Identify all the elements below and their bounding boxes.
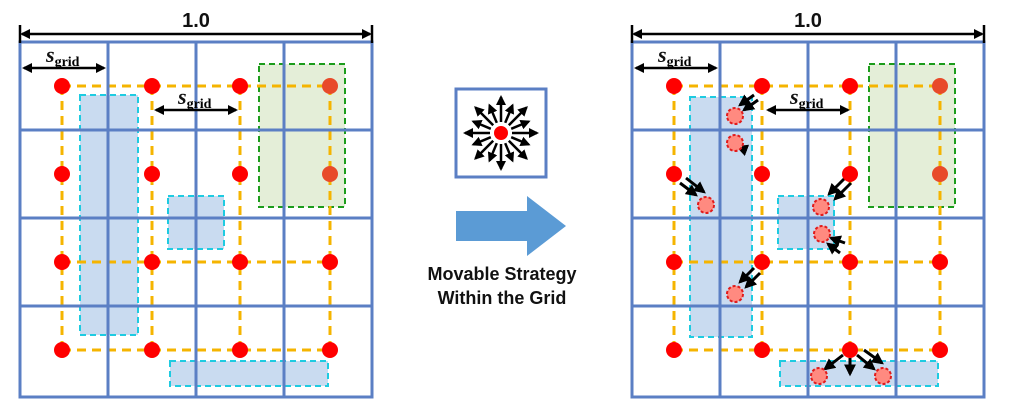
- grid-point: [754, 342, 770, 358]
- sgrid-label: sgrid: [657, 42, 692, 70]
- blue-region: [169, 360, 329, 387]
- burst-arrow: [510, 136, 531, 147]
- grid-point: [54, 342, 70, 358]
- blue-region: [779, 360, 939, 387]
- grid-point: [322, 78, 338, 94]
- grid-point: [932, 78, 948, 94]
- grid-point: [666, 254, 682, 270]
- moved-point: [812, 198, 830, 216]
- grid-point: [232, 254, 248, 270]
- grid-point: [932, 166, 948, 182]
- grid-point: [842, 166, 858, 182]
- grid-point: [666, 78, 682, 94]
- grid: [18, 40, 374, 399]
- right-panel: 1.0 sgrid sgrid: [630, 10, 986, 399]
- burst-arrow: [507, 106, 528, 127]
- grid-point: [754, 78, 770, 94]
- burst-arrow: [507, 139, 528, 160]
- burst-arrow: [471, 136, 492, 147]
- moved-point: [726, 285, 744, 303]
- moved-point: [726, 107, 744, 125]
- moved-point: [813, 225, 831, 243]
- burst-arrow: [504, 103, 515, 124]
- moved-point: [697, 196, 715, 214]
- scale-dimension: [18, 25, 374, 43]
- right-arrow-icon: [456, 196, 566, 256]
- grid-point: [322, 166, 338, 182]
- strategy-caption-line2: Within the Grid: [438, 288, 567, 308]
- grid-point: [932, 342, 948, 358]
- compass-burst-icon: [454, 87, 548, 179]
- grid-point: [54, 166, 70, 182]
- grid-point: [842, 254, 858, 270]
- burst-arrow: [504, 142, 515, 163]
- grid-point: [842, 78, 858, 94]
- moved-points: [697, 107, 892, 385]
- burst-arrow: [487, 142, 498, 163]
- grid-point: [754, 254, 770, 270]
- moved-point: [874, 367, 892, 385]
- grid-point: [144, 78, 160, 94]
- grid-point: [842, 342, 858, 358]
- sgrid-label: sgrid: [177, 84, 212, 112]
- grid-point: [144, 254, 160, 270]
- grid-point: [144, 166, 160, 182]
- grid: [630, 40, 986, 399]
- grid-point: [322, 342, 338, 358]
- grid-point: [54, 78, 70, 94]
- sgrid-label: sgrid: [45, 42, 80, 70]
- grid-points: [54, 78, 338, 358]
- left-panel: 1.0 sgrid sgrid: [18, 10, 374, 399]
- moved-point: [810, 367, 828, 385]
- grid-point: [232, 78, 248, 94]
- grid-point: [232, 166, 248, 182]
- strategy-caption-line1: Movable Strategy: [427, 264, 576, 284]
- scale-label: 1.0: [794, 10, 822, 32]
- burst-arrow: [474, 106, 495, 127]
- grid-point: [322, 254, 338, 270]
- moved-point: [726, 134, 744, 152]
- sgrid-label: sgrid: [789, 84, 824, 112]
- grid-point: [232, 342, 248, 358]
- scale-label: 1.0: [182, 10, 210, 32]
- burst-arrow: [487, 103, 498, 124]
- grid-point: [754, 166, 770, 182]
- grid-point: [144, 342, 160, 358]
- grid-point: [932, 254, 948, 270]
- burst-arrow: [474, 139, 495, 160]
- burst-arrow: [471, 119, 492, 130]
- grid-point: [666, 342, 682, 358]
- scale-dimension: [630, 25, 986, 43]
- grid-point: [54, 254, 70, 270]
- burst-arrow: [510, 119, 531, 130]
- grid-points: [666, 78, 948, 358]
- grid-point: [666, 166, 682, 182]
